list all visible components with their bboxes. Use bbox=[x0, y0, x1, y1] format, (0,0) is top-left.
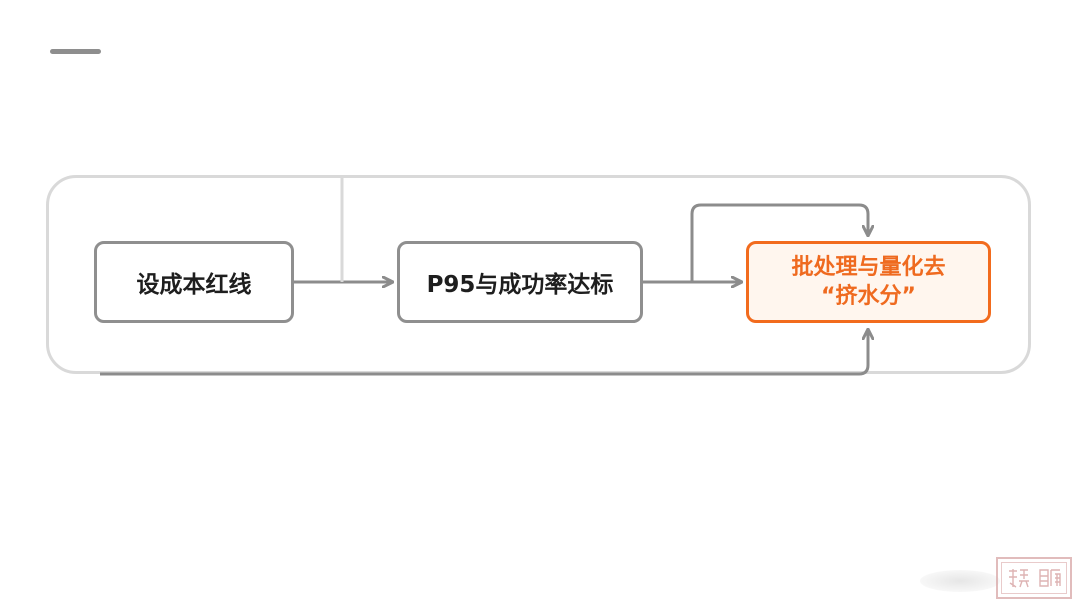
smudge-decoration bbox=[920, 570, 1000, 592]
seal-glyph-left bbox=[1009, 569, 1029, 588]
node-p95-success: P95与成功率达标 bbox=[397, 241, 643, 323]
node-p95-success-label: P95与成功率达标 bbox=[426, 272, 614, 298]
node-batch-quantize-line1: 批处理与量化去 bbox=[791, 255, 946, 280]
seal-glyph-right bbox=[1039, 569, 1061, 587]
node-cost-redline: 设成本红线 bbox=[94, 241, 294, 323]
edge-loop-top-n3 bbox=[690, 203, 868, 282]
node-batch-quantize-line2: “挤水分” bbox=[821, 284, 916, 309]
edge-bottom-n3 bbox=[100, 330, 868, 376]
red-seal-stamp-icon bbox=[996, 557, 1072, 599]
seal-inner-border bbox=[1001, 562, 1067, 594]
header-dash bbox=[50, 49, 101, 54]
node-batch-quantize: 批处理与量化去 “挤水分” bbox=[746, 241, 991, 323]
node-cost-redline-label: 设成本红线 bbox=[136, 272, 252, 298]
